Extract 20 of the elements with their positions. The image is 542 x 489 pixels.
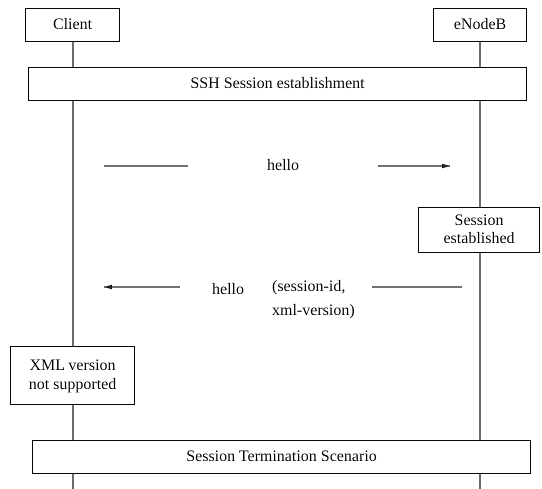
lifeline xyxy=(72,101,74,346)
node-text: Session Termination Scenario xyxy=(186,448,377,466)
phase-bar xyxy=(28,67,527,101)
phase-bar xyxy=(32,440,531,474)
node-text: XML version not supported xyxy=(28,357,118,394)
participant-box xyxy=(433,8,527,42)
lifeline xyxy=(72,42,74,67)
note-box xyxy=(418,207,540,253)
lifeline xyxy=(479,474,481,489)
node-text: SSH Session establishment xyxy=(190,74,365,94)
lifeline xyxy=(479,253,481,440)
lifeline xyxy=(72,474,74,489)
lifeline xyxy=(479,42,481,67)
lifeline xyxy=(72,405,74,440)
node-text: eNodeB xyxy=(454,16,506,34)
note-box xyxy=(10,346,135,405)
participant-box xyxy=(25,8,120,42)
lifeline xyxy=(479,101,481,207)
node-text: Session established xyxy=(442,212,516,248)
node-text: Client xyxy=(52,16,92,34)
